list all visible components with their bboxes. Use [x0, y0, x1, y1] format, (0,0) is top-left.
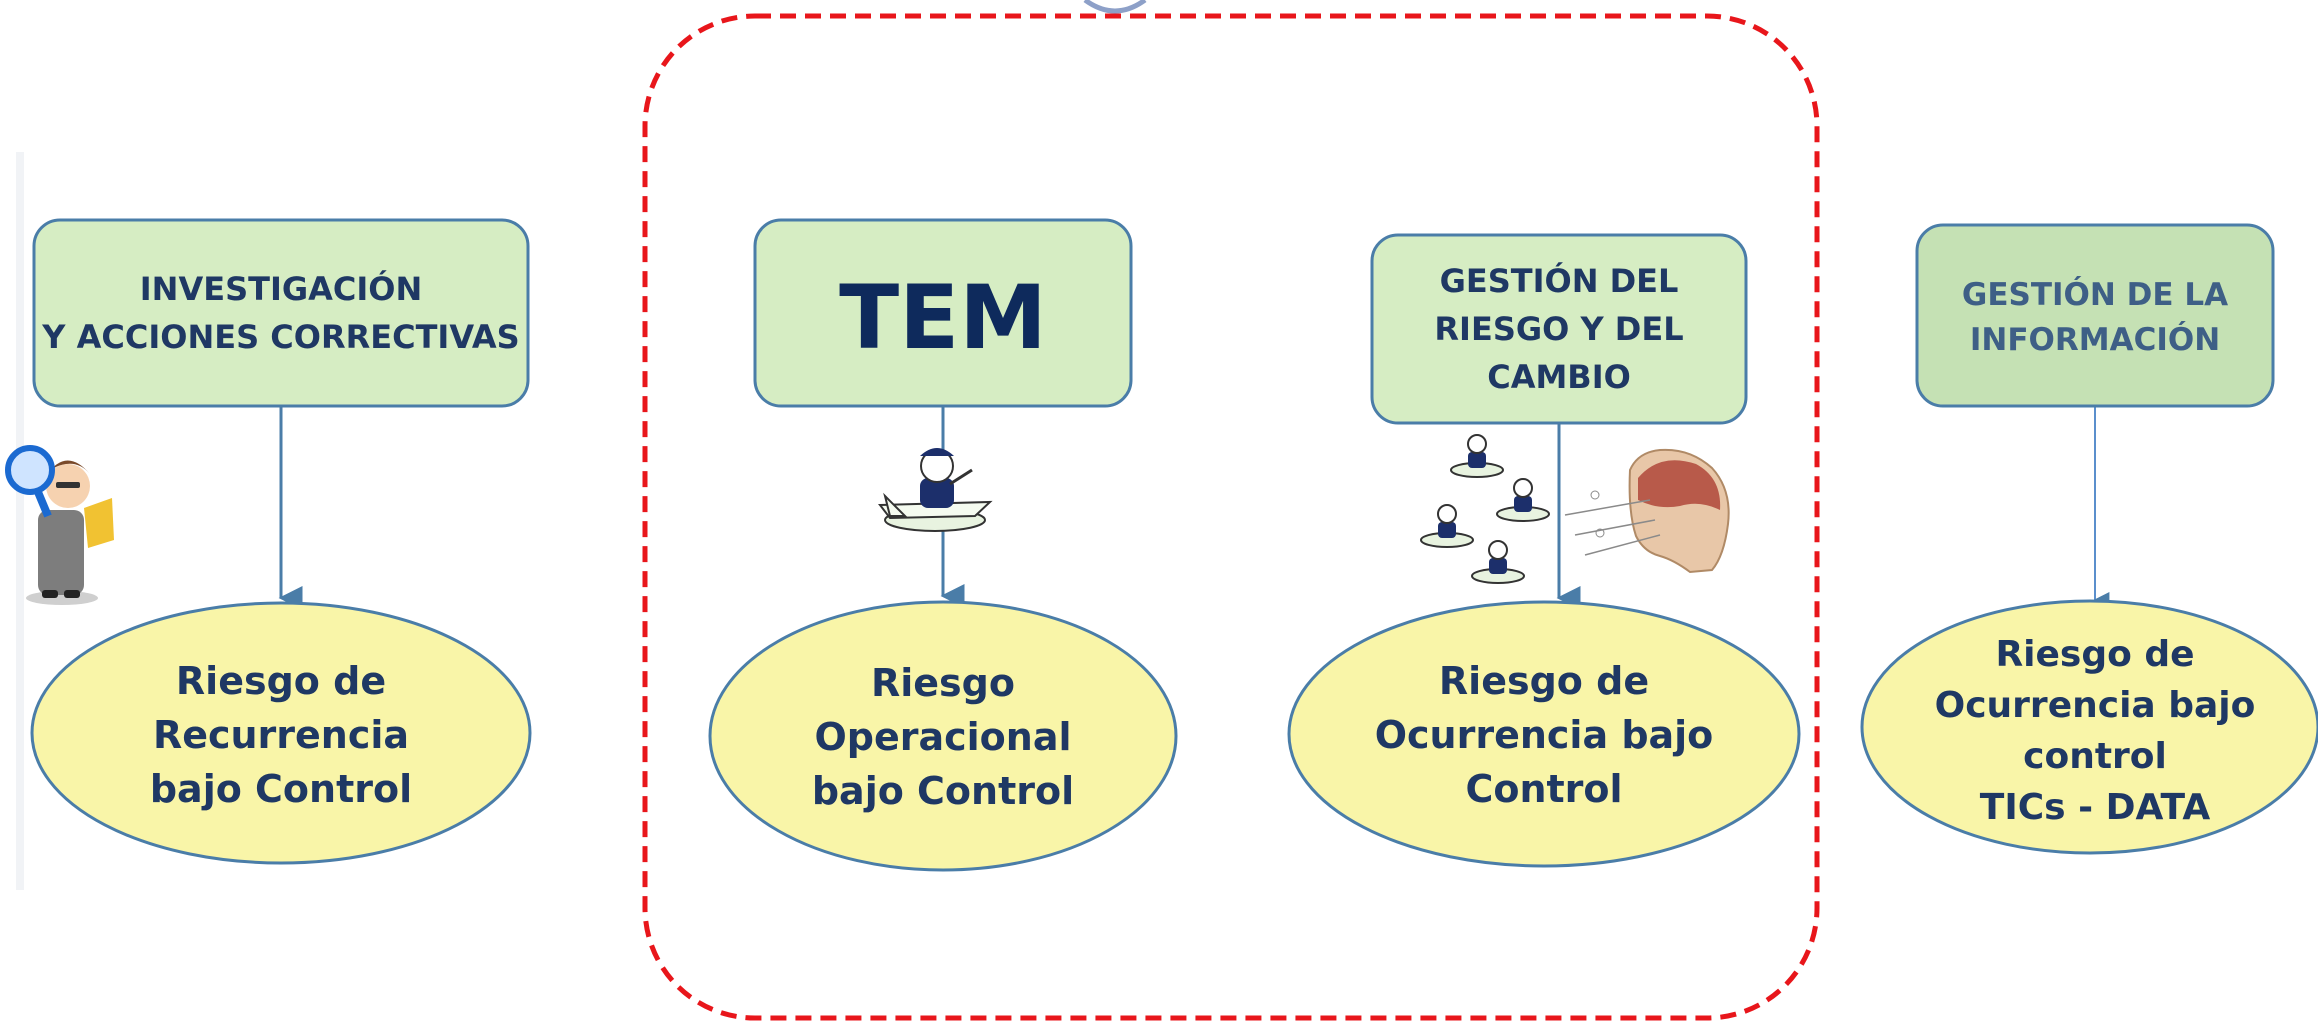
top-circle-fragment	[1083, 0, 1147, 14]
pilot-plane-icon	[878, 448, 993, 532]
box-tem: TEM	[753, 218, 1133, 408]
box-gestion-riesgo: GESTIÓN DEL RIESGO Y DEL CAMBIO	[1370, 233, 1748, 425]
oval-recurrencia-line-3: bajo Control	[150, 767, 412, 811]
box-gestion-riesgo-line-1: GESTIÓN DEL	[1440, 261, 1679, 300]
oval-tics-line-4: TICs - DATA	[1980, 787, 2211, 828]
box-gestion-riesgo-line-3: CAMBIO	[1487, 358, 1631, 396]
oval-ocurrencia-line-2: Ocurrencia bajo	[1375, 713, 1714, 757]
left-panel-edge	[16, 152, 24, 890]
oval-recurrencia: Riesgo de Recurrencia bajo Control	[30, 601, 532, 865]
oval-tics-line-2: Ocurrencia bajo	[1935, 685, 2256, 726]
oval-operacional-line-3: bajo Control	[812, 769, 1074, 813]
oval-tics-line-1: Riesgo de	[1995, 634, 2194, 675]
box-tem-label: TEM	[839, 266, 1047, 369]
box-investigacion-line-2: Y ACCIONES CORRECTIVAS	[41, 318, 519, 356]
box-gestion-info-line-2: INFORMACIÓN	[1970, 321, 2220, 358]
oval-tics-line-3: control	[2023, 736, 2167, 777]
brain-diagram-icon	[1564, 448, 1730, 574]
box-gestion-info: GESTIÓN DE LA INFORMACIÓN	[1915, 223, 2275, 408]
box-investigacion-line-1: INVESTIGACIÓN	[140, 269, 423, 308]
oval-ocurrencia-line-1: Riesgo de	[1439, 659, 1649, 703]
oval-ocurrencia-line-3: Control	[1465, 767, 1622, 811]
oval-recurrencia-line-2: Recurrencia	[153, 713, 409, 757]
box-investigacion: INVESTIGACIÓN Y ACCIONES CORRECTIVAS	[32, 218, 530, 408]
oval-ocurrencia: Riesgo de Ocurrencia bajo Control	[1287, 600, 1801, 868]
box-gestion-info-line-1: GESTIÓN DE LA	[1962, 276, 2228, 313]
pilots-group-icon	[1420, 434, 1550, 584]
box-gestion-riesgo-line-2: RIESGO Y DEL	[1434, 310, 1683, 348]
oval-recurrencia-line-1: Riesgo de	[176, 659, 386, 703]
oval-operacional-line-2: Operacional	[814, 715, 1071, 759]
dashed-group-frame	[642, 13, 1820, 1021]
detective-icon	[5, 445, 114, 605]
oval-tics: Riesgo de Ocurrencia bajo control TICs -…	[1860, 599, 2318, 855]
oval-operacional: Riesgo Operacional bajo Control	[708, 600, 1178, 872]
oval-operacional-line-1: Riesgo	[871, 661, 1015, 705]
